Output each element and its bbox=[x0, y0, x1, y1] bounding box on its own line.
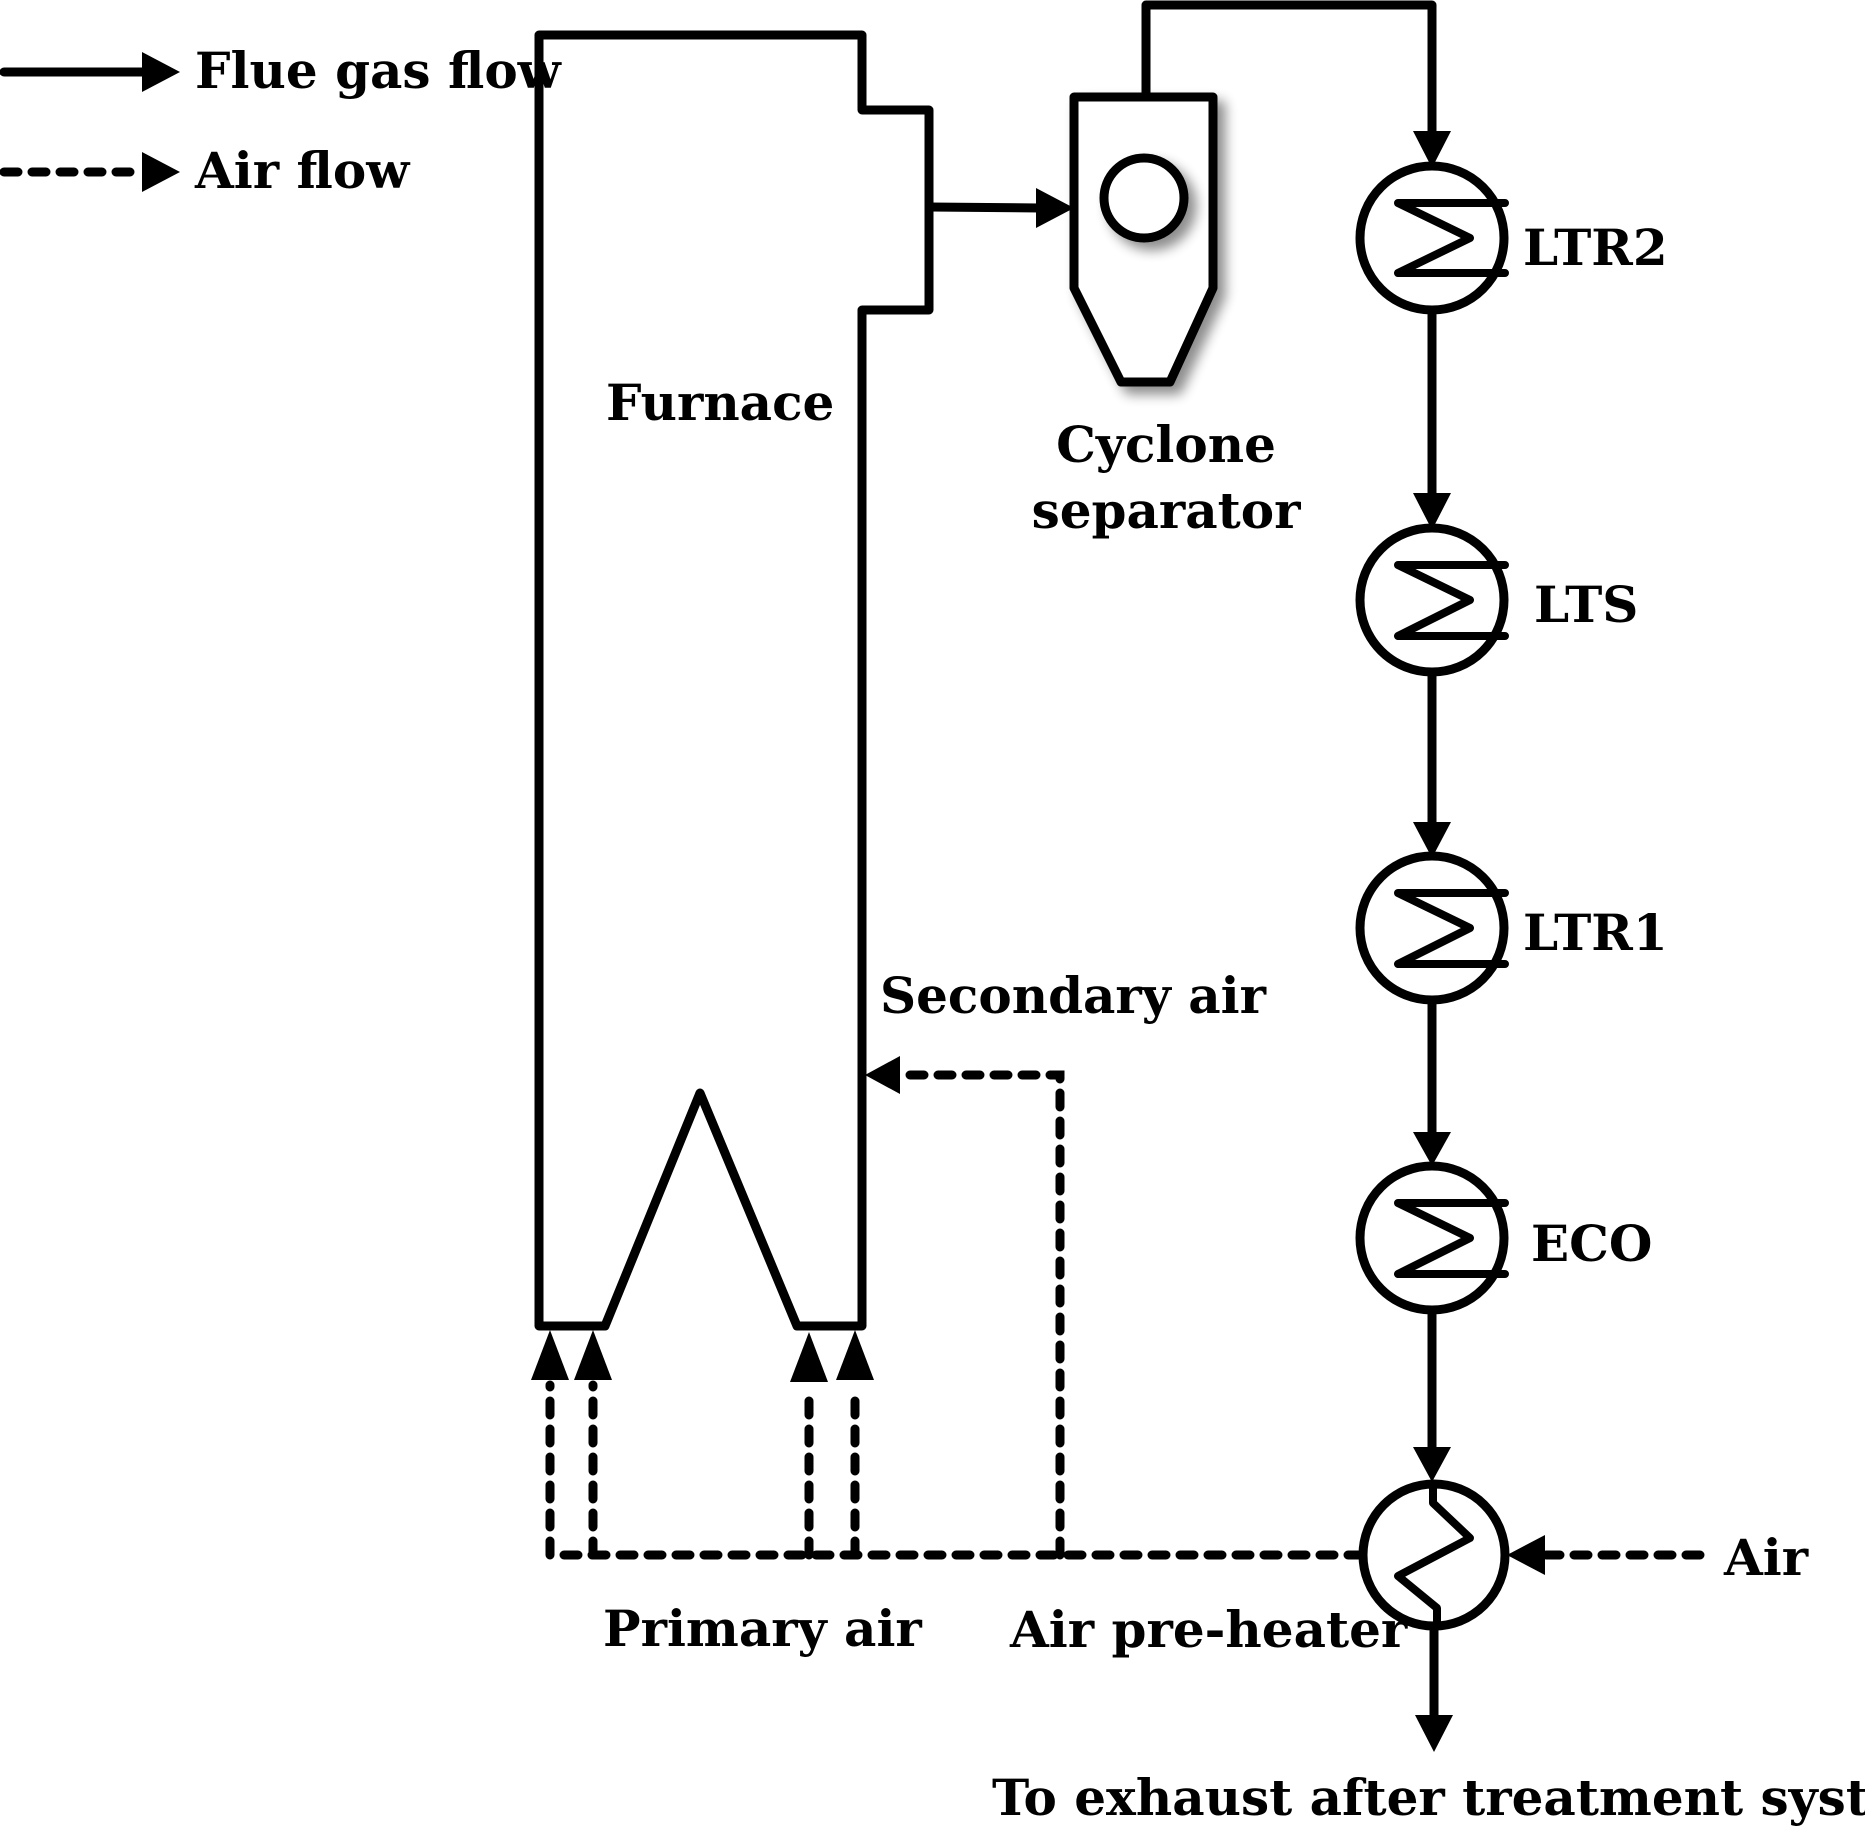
ltr1-circle-icon bbox=[1355, 851, 1509, 1005]
exhaust-label: To exhaust after treatment system bbox=[992, 1768, 1865, 1827]
primary-air-feed-3 bbox=[790, 1332, 828, 1560]
lts-circle-icon bbox=[1355, 523, 1509, 677]
legend-air-label: Air flow bbox=[194, 141, 411, 200]
ltr2-label: LTR2 bbox=[1523, 218, 1668, 277]
primary-air-feed-1 bbox=[531, 1330, 569, 1560]
cyclone-label-line1: Cyclone bbox=[1056, 415, 1276, 474]
heat-exchanger-eco: ECO bbox=[1355, 1161, 1652, 1315]
air-preheater-label: Air pre-heater bbox=[1009, 1600, 1408, 1659]
flue-gas-arrow-eco-to-aph bbox=[1413, 1305, 1451, 1482]
aph-coil-icon bbox=[1394, 1484, 1474, 1630]
lts-label: LTS bbox=[1534, 575, 1638, 634]
furnace: Furnace bbox=[534, 30, 934, 1331]
primary-air-feed-4 bbox=[836, 1330, 874, 1560]
ltr1-coil-icon bbox=[1394, 889, 1509, 968]
legend-flue-gas-arrow-icon bbox=[0, 52, 180, 92]
flue-gas-arrow-ltr2-to-lts bbox=[1413, 305, 1451, 530]
heat-exchanger-lts: LTS bbox=[1355, 523, 1638, 677]
furnace-label: Furnace bbox=[606, 373, 834, 432]
flue-gas-duct-cyclone-to-ltr2 bbox=[1141, 0, 1451, 168]
cyclone-separator: Cyclone separator bbox=[1032, 92, 1302, 540]
legend-flue-gas-label: Flue gas flow bbox=[195, 41, 563, 100]
flue-gas-arrow-furnace-to-cyclone bbox=[924, 188, 1074, 228]
air-inlet-arrow bbox=[1507, 1535, 1705, 1575]
legend: Flue gas flow Air flow bbox=[0, 41, 563, 200]
flue-gas-arrow-to-exhaust bbox=[1415, 1621, 1453, 1752]
cyclone-label-line2: separator bbox=[1032, 481, 1302, 540]
cyclone-vortex-icon bbox=[1099, 153, 1189, 243]
ltr1-label: LTR1 bbox=[1523, 903, 1668, 962]
flue-gas-arrow-ltr1-to-eco bbox=[1413, 995, 1451, 1166]
flue-gas-arrow-lts-to-ltr1 bbox=[1413, 667, 1451, 858]
legend-air-arrow-icon bbox=[0, 152, 180, 192]
air-inlet-label: Air bbox=[1723, 1528, 1809, 1587]
lts-coil-icon bbox=[1394, 561, 1509, 640]
secondary-air-line bbox=[865, 1056, 1065, 1560]
ltr2-circle-icon bbox=[1355, 161, 1509, 315]
heat-exchanger-ltr2: LTR2 bbox=[1355, 161, 1668, 315]
eco-label: ECO bbox=[1531, 1214, 1652, 1273]
primary-air-label: Primary air bbox=[603, 1599, 922, 1658]
primary-air-feed-2 bbox=[574, 1330, 612, 1560]
eco-coil-icon bbox=[1394, 1199, 1509, 1278]
furnace-outline bbox=[534, 30, 934, 1331]
eco-circle-icon bbox=[1355, 1161, 1509, 1315]
ltr2-coil-icon bbox=[1394, 199, 1509, 277]
secondary-air-label: Secondary air bbox=[880, 966, 1267, 1025]
heat-exchanger-ltr1: LTR1 bbox=[1355, 851, 1668, 1005]
